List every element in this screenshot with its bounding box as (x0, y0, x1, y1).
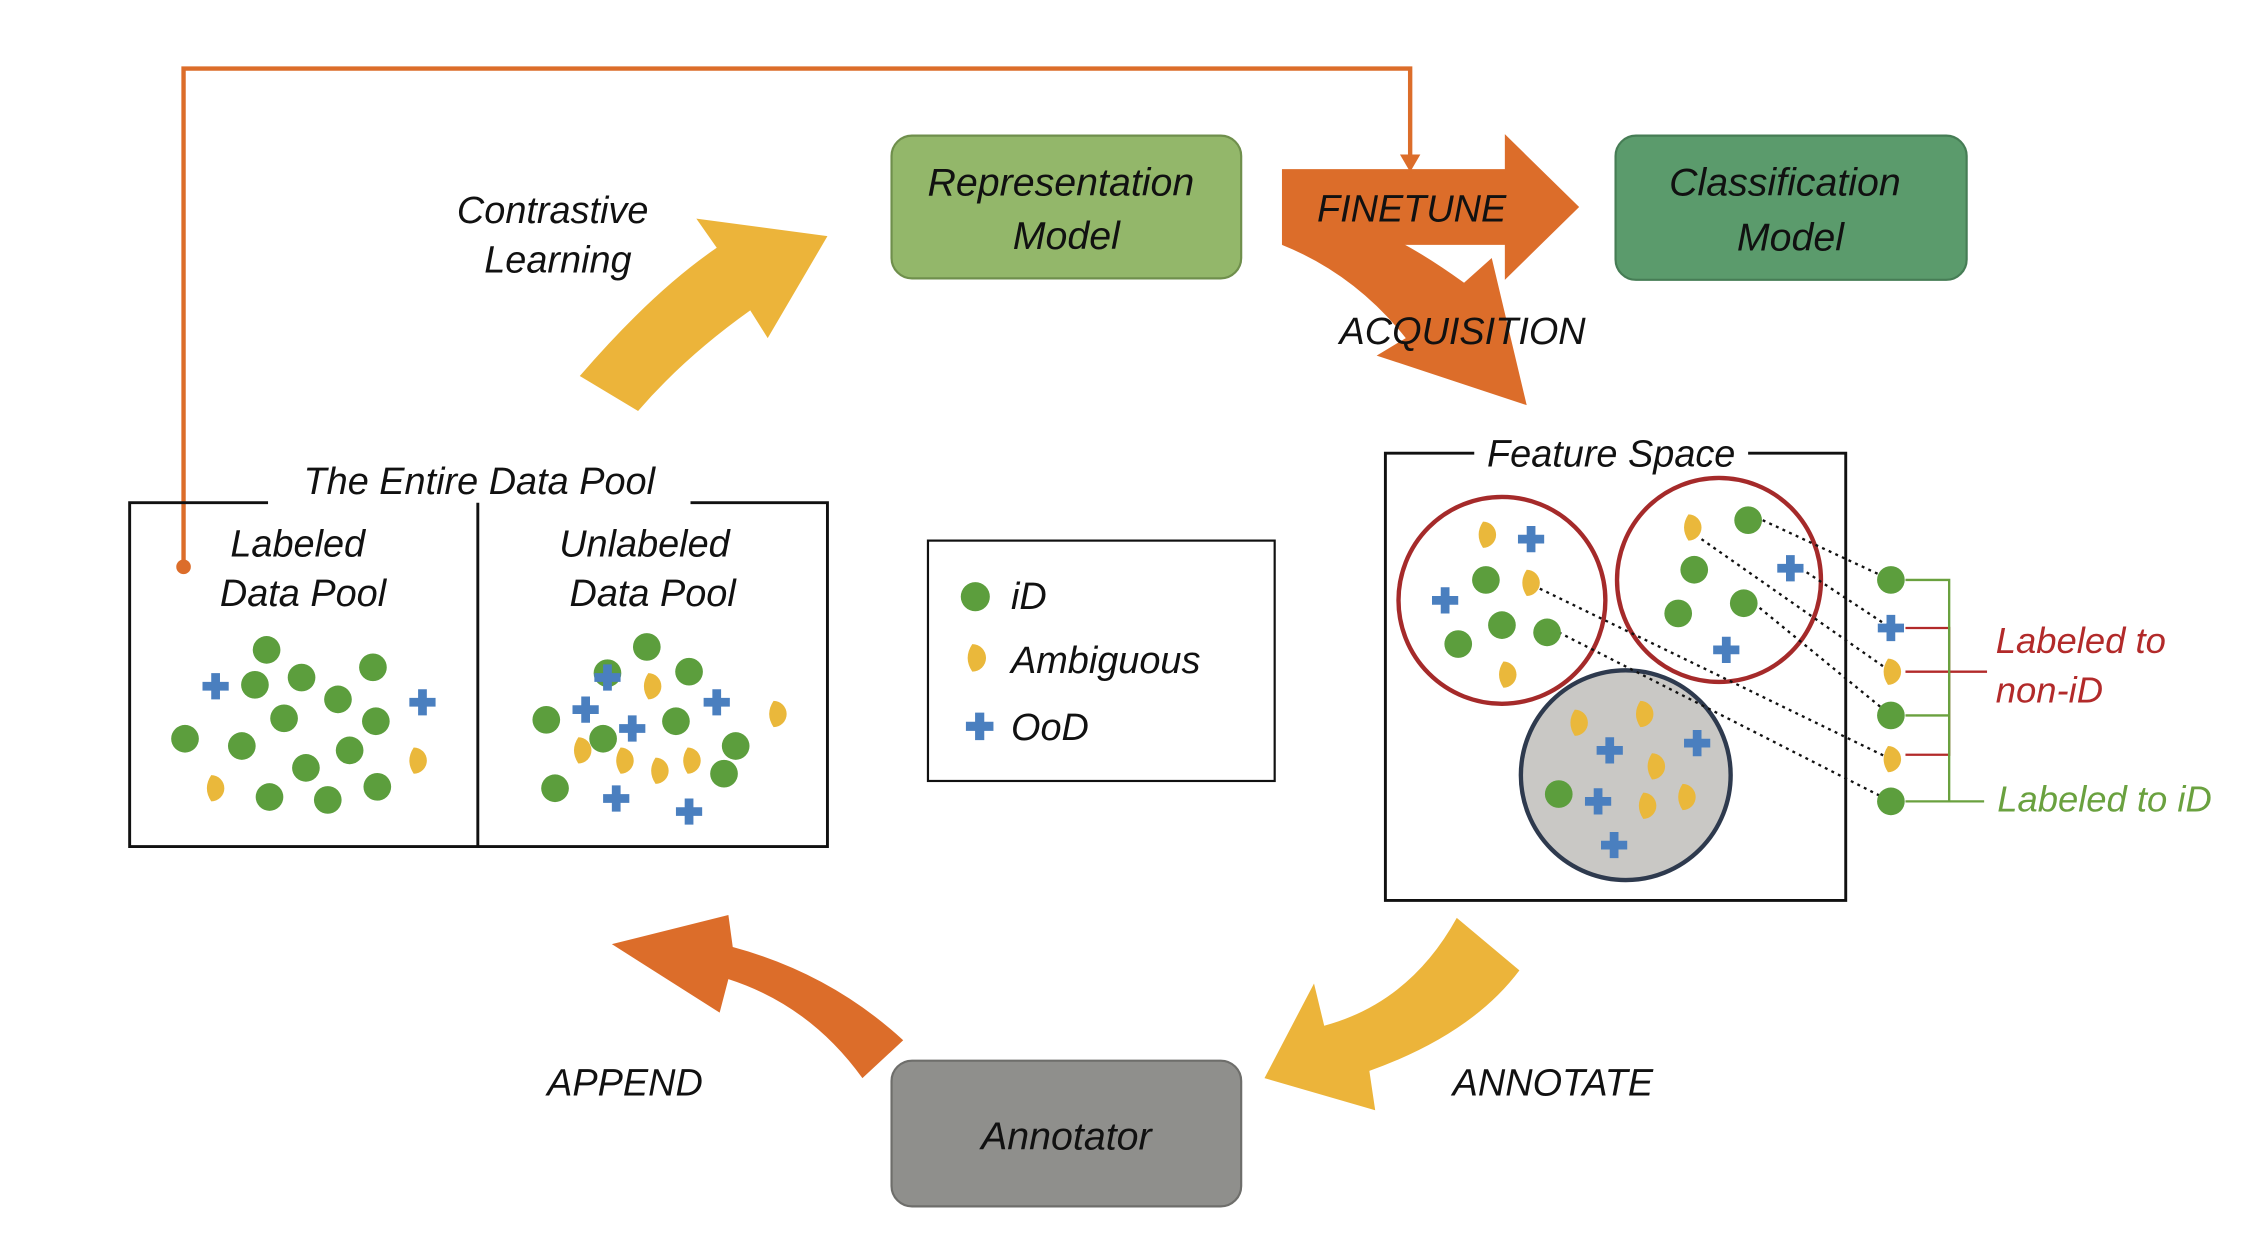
cluster-left (1396, 494, 1608, 706)
classification-model-label: Classification Model (1669, 160, 1912, 259)
labeled-non-id-label: Labeled to non-iD (1996, 620, 2176, 711)
representation-model-box[interactable] (890, 134, 1243, 280)
acquisition-arrow (1281, 221, 1527, 406)
contrastive-learning-arrow (579, 218, 828, 411)
data-pool-title: The Entire Data Pool (304, 461, 657, 503)
cluster-right (1614, 475, 1824, 685)
feature-space-panel: Feature Space (1383, 433, 2212, 902)
feature-space-title: Feature Space (1487, 433, 1735, 475)
legend-id-symbol (960, 582, 990, 612)
finetune-label: FINETUNE (1317, 189, 1507, 231)
labeled-pool-label: Labeled Data Pool (220, 524, 388, 616)
classification-model-box[interactable] (1614, 134, 1968, 281)
legend: iD Ambiguous OoD (926, 539, 1276, 783)
finetune-arrow (1281, 134, 1580, 280)
annotator-label: Annotator (979, 1115, 1153, 1159)
append-arrow (611, 914, 904, 1079)
annotator-box[interactable] (890, 1059, 1243, 1208)
annotate-arrow (1264, 917, 1520, 1111)
contrastive-learning-label: Contrastive Learning (457, 190, 659, 282)
legend-ambiguous-label: Ambiguous (1009, 640, 1200, 682)
legend-id-label: iD (1011, 576, 1047, 618)
annotate-label: ANNOTATE (1451, 1063, 1654, 1105)
legend-ood-label: OoD (1011, 707, 1089, 749)
acquisition-label: ACQUISITION (1338, 311, 1587, 353)
feedback-loop-arrow (176, 66, 1421, 575)
data-pool-panel: The Entire Data Pool Labeled Data Pool U… (128, 461, 829, 848)
unlabeled-pool-label: Unlabeled Data Pool (559, 524, 740, 616)
representation-model-label: Representation Model (928, 160, 1206, 258)
labeled-pool-samples (171, 636, 436, 814)
unlabeled-pool-samples (532, 633, 787, 825)
labeled-id-label: Labeled to iD (1997, 779, 2212, 820)
append-label: APPEND (545, 1063, 703, 1105)
